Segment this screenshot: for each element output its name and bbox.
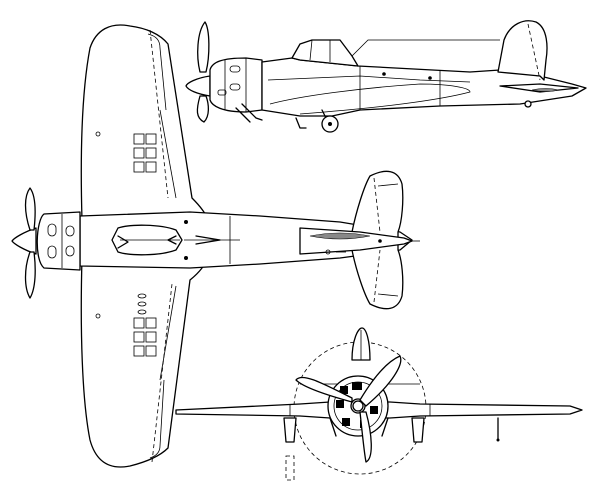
side-view [185,20,587,133]
side-view-canopy [291,39,359,67]
side-view-propeller [196,21,210,123]
plan-view-cowling [36,211,81,271]
side-view-fin-rudder [497,20,548,81]
front-view-propeller [295,355,402,463]
plan-view [11,24,420,468]
side-view-spinner [185,75,211,97]
plan-view-propeller [24,187,36,299]
front-view-landing-gear-left [283,417,297,443]
plan-view-spinner [11,227,37,255]
side-view-tailwheel [524,100,532,108]
front-view [175,327,583,481]
front-view-landing-gear-right [411,417,425,443]
